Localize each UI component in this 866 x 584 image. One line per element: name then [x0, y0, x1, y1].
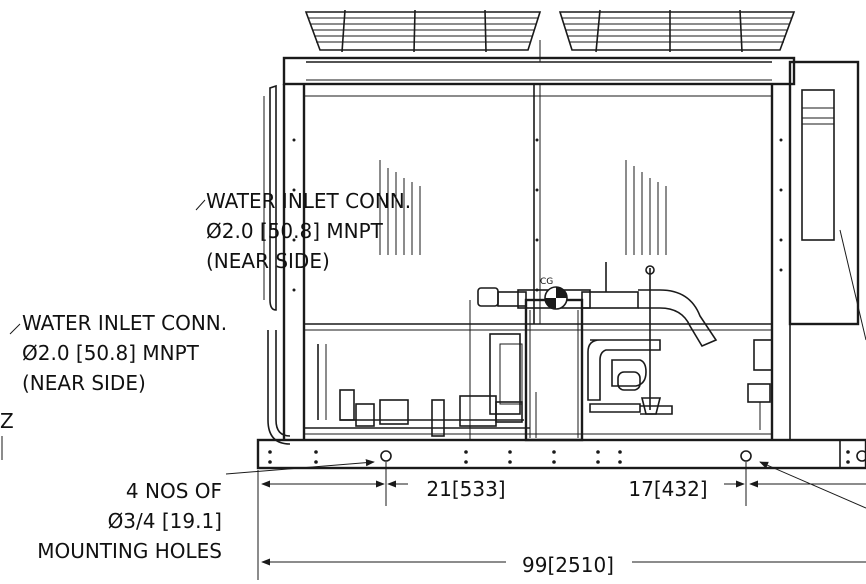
callout-mounting-holes: 4 NOS OF Ø3/4 [19.1] MOUNTING HOLES [37, 479, 222, 563]
dimension-lines [257, 462, 866, 580]
mounting-hole-right [740, 450, 752, 462]
panel-louvres-right [625, 160, 667, 255]
dimension-hole-left: 21[533] [426, 477, 505, 501]
condenser-coil-left [263, 84, 291, 445]
center-of-gravity-marker: CG [540, 277, 568, 310]
dimension-hole-right: 17[432] [628, 477, 707, 501]
inlet-lower-line2: Ø2.0 [50.8] MNPT [22, 341, 200, 365]
inlet-lower-line3: (NEAR SIDE) [22, 371, 146, 395]
mounting-holes-line2: Ø3/4 [19.1] [108, 509, 222, 533]
mounting-holes-line3: MOUNTING HOLES [37, 539, 222, 563]
dimension-overall: 99[2510] [522, 553, 614, 577]
fan-guard-right [558, 9, 796, 53]
inlet-lower-line1: WATER INLET CONN. [22, 311, 227, 335]
plate-heat-exchanger [517, 289, 591, 442]
leader-lines [9, 199, 866, 509]
edge-fragment-label: Z [0, 409, 14, 433]
inlet-upper-line2: Ø2.0 [50.8] MNPT [206, 219, 384, 243]
mounting-holes-line1: 4 NOS OF [126, 479, 222, 503]
panel-louvres-left [379, 160, 421, 255]
mounting-hole-edge [856, 450, 866, 462]
inlet-upper-line3: (NEAR SIDE) [206, 249, 330, 273]
sensor-probes [469, 262, 662, 440]
mounting-hole-left [380, 450, 392, 462]
electrical-junction-box [747, 339, 773, 430]
base-skid [256, 438, 866, 470]
unit-cabinet [282, 56, 796, 440]
frame-fasteners [292, 138, 783, 292]
callout-water-inlet-lower: WATER INLET CONN. Ø2.0 [50.8] MNPT (NEAR… [22, 311, 227, 395]
inlet-upper-line1: WATER INLET CONN. [206, 189, 411, 213]
cg-label: CG [540, 277, 553, 287]
fan-guard-left [304, 9, 542, 53]
water-piping [477, 287, 718, 415]
compressor-assembly [304, 333, 772, 437]
callout-water-inlet-upper: WATER INLET CONN. Ø2.0 [50.8] MNPT (NEAR… [206, 189, 411, 273]
control-panel-box [788, 60, 866, 341]
